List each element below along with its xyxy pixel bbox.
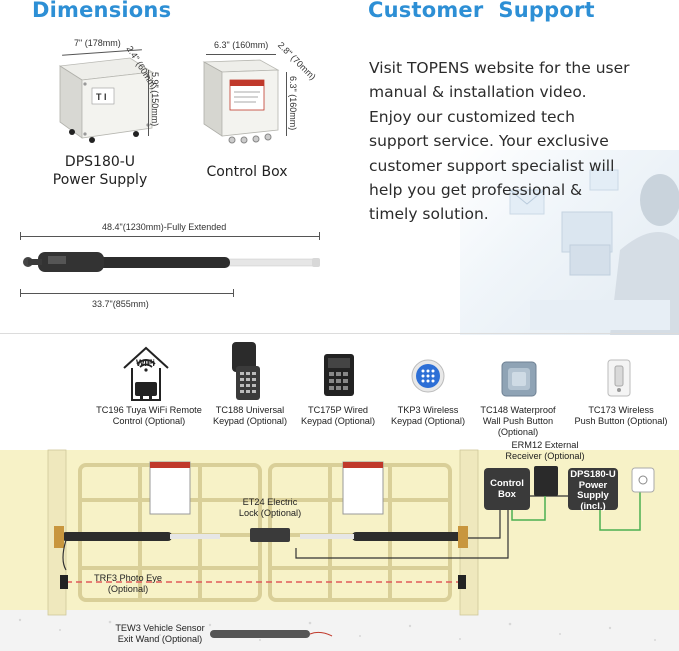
control-box-width: 6.3" (160mm) [214,40,269,50]
power-supply-height: 5.9" (150mm) [150,72,160,127]
exit-wand-label: TEW3 Vehicle Sensor Exit Wand (Optional) [110,623,210,645]
accessory-label-tc175p: TC175P Wired Keypad (Optional) [292,405,384,427]
power-supply-label-line4: (incl.) [580,500,606,512]
control-box-caption: Control Box [206,164,288,180]
accessory-tc148-line2: Wall Push Button [482,416,554,426]
control-box-height-line [286,72,287,136]
control-box-height: 6.3" (160mm) [288,76,298,131]
power-supply-label-line3: Supply [577,490,609,501]
control-box-label-line1: Control [490,478,524,489]
remote-keypad-icon [232,342,260,400]
push-button-icon [607,359,631,397]
accessory-label-tc188: TC188 Universal Keypad (Optional) [200,405,300,427]
accessory-tc175p-line1: TC175P Wired [307,405,369,415]
accessory-tc196-line1: TC196 Tuya WiFi Remote [96,405,202,415]
extended-tick-right [319,232,320,240]
support-heading: Customer Support [368,0,595,22]
power-supply-label-line1: DPS180-U [570,469,616,480]
control-box-width-line [206,54,276,55]
accessory-tkp3-line1: TKP3 Wireless [397,405,459,415]
support-line-4: support service. Your exclusive [369,132,609,151]
photo-eye-label-line1: TRF3 Photo Eye [94,573,162,583]
exit-wand-label-line1: TEW3 Vehicle Sensor [115,623,205,633]
accessory-label-tc148: TC148 Waterproof Wall Push Button (Optio… [472,405,564,438]
support-line-6: help you get professional & [369,181,583,200]
receiver-label: ERM12 External Receiver (Optional) [500,440,590,462]
dimensions-heading: Dimensions [32,0,172,22]
accessory-tc196-line2: Control (Optional) [112,416,186,426]
power-supply-caption: DPS180-U Power Supply [40,153,160,189]
actuator-extended-line [20,236,320,237]
receiver-label-line2: Receiver (Optional) [505,451,585,461]
power-supply-label: DPS180-U Power Supply (incl.) [568,469,618,512]
wall-button-icon [501,361,537,397]
accessory-label-tc196: TC196 Tuya WiFi Remote Control (Optional… [96,405,202,427]
electric-lock-label: ET24 Electric Lock (Optional) [228,497,312,519]
wireless-keypad-icon [411,359,445,393]
support-line-3: Enjoy our customized tech [369,107,575,126]
retracted-tick-left [20,289,21,297]
power-supply-label-line2: Power [578,479,608,491]
actuator-retracted-label: 33.7"(855mm) [92,299,149,309]
accessory-tc188-line2: Keypad (Optional) [212,416,288,426]
gate-actuator-image [23,252,320,272]
svg-text:T I: T I [96,92,107,102]
retracted-tick-right [233,289,234,297]
accessory-tc175p-line2: Keypad (Optional) [300,416,376,426]
support-line-7: timely solution. [369,205,489,224]
actuator-retracted-line [20,293,234,294]
accessory-label-tkp3: TKP3 Wireless Keypad (Optional) [382,405,474,427]
power-supply-image: T I [58,57,154,143]
exit-wand-label-line2: Exit Wand (Optional) [117,634,203,644]
accessory-label-tc173: TC173 Wireless Push Button (Optional) [566,405,676,427]
support-line-5: customer support specialist will [369,156,615,175]
control-box-label-line2: Box [498,488,516,500]
control-box-label: Control Box [484,478,530,500]
power-supply-caption-line1: DPS180-U [64,154,136,170]
wired-keypad-icon [324,354,354,396]
extended-tick-left [20,232,21,240]
accessory-tc148-line3: (Optional) [497,427,539,437]
receiver-label-line1: ERM12 External [511,440,579,450]
support-agent-image [509,169,679,335]
photo-eye-label: TRF3 Photo Eye (Optional) [88,573,168,595]
photo-eye-label-line2: (Optional) [107,584,149,594]
wifi-text: WiFi [136,358,155,368]
accessory-tc173-line1: TC173 Wireless [588,405,654,415]
gate-installation-diagram [0,449,679,651]
section-divider [0,333,679,334]
actuator-extended-label: 48.4"(1230mm)-Fully Extended [102,222,227,232]
support-line-2: manual & installation video. [369,83,587,102]
power-supply-height-line [148,70,149,136]
electric-lock-label-line2: Lock (Optional) [238,508,302,518]
support-text: Visit TOPENS website for the user manual… [369,56,669,227]
accessory-tkp3-line2: Keypad (Optional) [390,416,466,426]
accessory-tc188-line1: TC188 Universal [215,405,285,415]
power-supply-caption-line2: Power Supply [52,172,148,188]
control-box-image [202,59,280,144]
support-line-1: Visit TOPENS website for the user [369,59,630,77]
wifi-plug-icon [120,342,172,402]
accessory-tc148-line1: TC148 Waterproof [480,405,556,415]
accessory-tc173-line2: Push Button (Optional) [574,416,668,426]
power-supply-width: 7" (178mm) [74,38,121,48]
electric-lock-label-line1: ET24 Electric [242,497,298,507]
